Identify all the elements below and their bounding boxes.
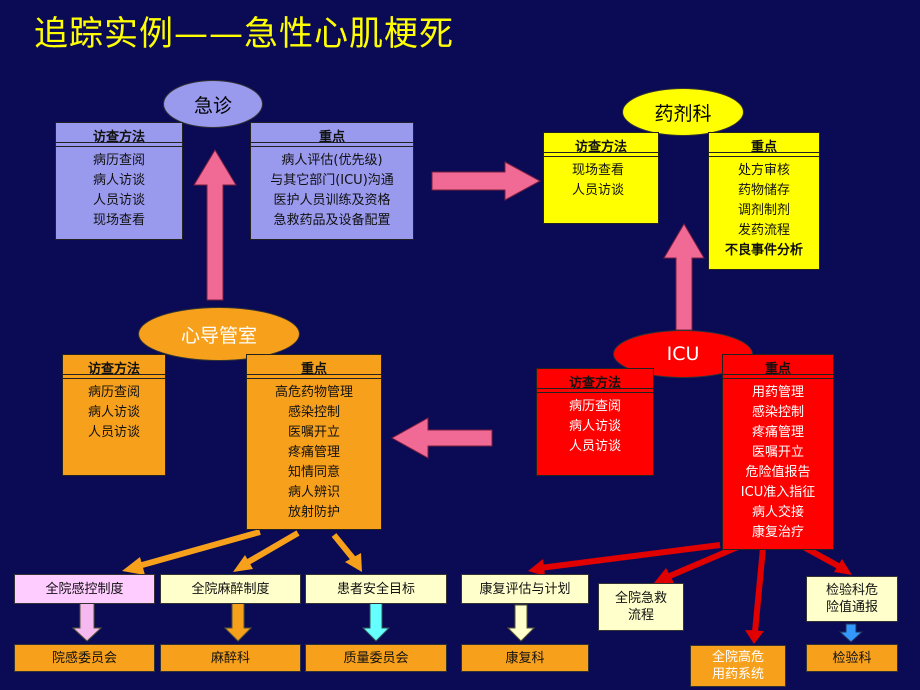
list-item: 疼痛管理 xyxy=(287,445,340,460)
list-item: 医嘱开立 xyxy=(751,445,804,460)
list-item: 感染控制 xyxy=(751,405,804,420)
list-item: 病人交接 xyxy=(751,505,804,520)
list-item: 高危药物管理 xyxy=(274,385,353,400)
box-line: 用药系统 xyxy=(711,667,764,682)
arrow-emergency-to-pharmacy xyxy=(431,161,542,201)
box-lab-alert: 检验科危 险值通报 xyxy=(806,576,898,622)
node-cath-lab: 心导管室 xyxy=(138,307,300,361)
arrow-icu-to-pharmacy xyxy=(663,223,705,331)
box-safety-goals: 患者安全目标 xyxy=(305,574,447,604)
box-infection-policy: 全院感控制度 xyxy=(14,574,155,604)
box-rehab-dept: 康复科 xyxy=(461,644,589,672)
list-item: 疼痛管理 xyxy=(751,425,804,440)
box-high-risk-drug: 全院高危 用药系统 xyxy=(690,645,786,687)
list-item: 发药流程 xyxy=(737,223,790,238)
list-item: 病人辨识 xyxy=(287,485,340,500)
list-item: 病历查阅 xyxy=(87,385,140,400)
box-anesthesia-dept: 麻醉科 xyxy=(160,644,301,672)
list-item: 人员访谈 xyxy=(568,439,621,454)
list-item: 用药管理 xyxy=(751,385,804,400)
box-emergency-process: 全院急救 流程 xyxy=(598,583,684,631)
arrow-infection-down xyxy=(71,602,103,642)
box-line: 全院高危 xyxy=(711,650,764,665)
arrow-cath-to-infection xyxy=(134,529,261,570)
box-quality-committee: 质量委员会 xyxy=(305,644,447,672)
list-item: ICU准入指征 xyxy=(740,485,816,500)
icu-methods-header: 访查方法 xyxy=(537,369,653,391)
box-infection-committee: 院感委员会 xyxy=(14,644,155,672)
arrow-cath-to-anesthesia xyxy=(241,530,300,568)
list-item: 放射防护 xyxy=(287,505,340,520)
list-item: 知情同意 xyxy=(287,465,340,480)
emergency-focus-table: 重点 病人评估(优先级) 与其它部门(ICU)沟通 医护人员训练及资格 急救药品… xyxy=(250,122,414,240)
box-lab-dept: 检验科 xyxy=(806,644,898,672)
list-item: 急救药品及设备配置 xyxy=(273,213,391,228)
list-item: 不良事件分析 xyxy=(724,243,803,258)
list-item: 病人评估(优先级) xyxy=(281,153,383,168)
cath-focus-table: 重点 高危药物管理 感染控制 医嘱开立 疼痛管理 知情同意 病人辨识 放射防护 xyxy=(246,354,382,530)
arrow-safety-down xyxy=(361,602,391,642)
list-item: 现场查看 xyxy=(572,163,625,178)
list-item: 医护人员训练及资格 xyxy=(273,193,391,208)
box-line: 流程 xyxy=(627,608,654,623)
cath-methods-header: 访查方法 xyxy=(63,355,165,377)
list-item: 康复治疗 xyxy=(751,525,804,540)
node-pharmacy: 药剂科 xyxy=(622,88,744,136)
list-item: 病人访谈 xyxy=(568,419,621,434)
pharmacy-methods-header: 访查方法 xyxy=(544,133,658,155)
icu-focus-table: 重点 用药管理 感染控制 疼痛管理 医嘱开立 危险值报告 ICU准入指征 病人交… xyxy=(722,354,834,550)
arrow-icu-to-emergency-process xyxy=(663,543,742,581)
list-item: 人员访谈 xyxy=(92,193,145,208)
arrow-rehab-down xyxy=(506,604,536,642)
node-emergency: 急诊 xyxy=(163,80,263,128)
list-item: 病历查阅 xyxy=(92,153,145,168)
list-item: 感染控制 xyxy=(287,405,340,420)
icu-focus-header: 重点 xyxy=(723,355,833,377)
box-rehab-plan: 康复评估与计划 xyxy=(461,574,589,604)
list-item: 人员访谈 xyxy=(572,183,625,198)
box-line: 险值通报 xyxy=(825,600,878,615)
arrow-cath-to-emergency xyxy=(193,149,237,301)
list-item: 危险值报告 xyxy=(745,465,811,480)
list-item: 现场查看 xyxy=(92,213,145,228)
pharmacy-methods-table: 访查方法 现场查看 人员访谈 xyxy=(543,132,659,224)
arrow-icu-to-cath xyxy=(390,417,493,459)
list-item: 与其它部门(ICU)沟通 xyxy=(270,173,394,188)
box-line: 检验科危 xyxy=(825,583,878,598)
list-item: 处方审核 xyxy=(737,163,790,178)
arrow-icu-to-high-risk xyxy=(752,547,766,633)
list-item: 人员访谈 xyxy=(87,425,140,440)
list-item: 医嘱开立 xyxy=(287,425,340,440)
list-item: 病人访谈 xyxy=(92,173,145,188)
pharmacy-focus-table: 重点 处方审核 药物储存 调剂制剂 发药流程 不良事件分析 xyxy=(708,132,820,270)
pharmacy-focus-header: 重点 xyxy=(709,133,819,155)
list-item: 调剂制剂 xyxy=(737,203,790,218)
emergency-focus-header: 重点 xyxy=(251,123,413,145)
box-anesthesia-policy: 全院麻醉制度 xyxy=(160,574,301,604)
arrow-icu-to-rehab xyxy=(539,542,721,571)
page-title: 追踪实例——急性心肌梗死 xyxy=(34,14,454,54)
arrow-anesthesia-down xyxy=(223,602,253,642)
icu-methods-table: 访查方法 病历查阅 病人访谈 人员访谈 xyxy=(536,368,654,476)
list-item: 病人访谈 xyxy=(87,405,140,420)
box-line: 全院急救 xyxy=(614,591,667,606)
list-item: 药物储存 xyxy=(737,183,790,198)
list-item: 病历查阅 xyxy=(568,399,621,414)
emergency-methods-header: 访查方法 xyxy=(56,123,182,145)
cath-focus-header: 重点 xyxy=(247,355,381,377)
arrow-cath-to-safety xyxy=(331,533,359,564)
cath-methods-table: 访查方法 病历查阅 病人访谈 人员访谈 xyxy=(62,354,166,476)
emergency-methods-table: 访查方法 病历查阅 病人访谈 人员访谈 现场查看 xyxy=(55,122,183,240)
arrow-lab-down xyxy=(838,623,864,643)
